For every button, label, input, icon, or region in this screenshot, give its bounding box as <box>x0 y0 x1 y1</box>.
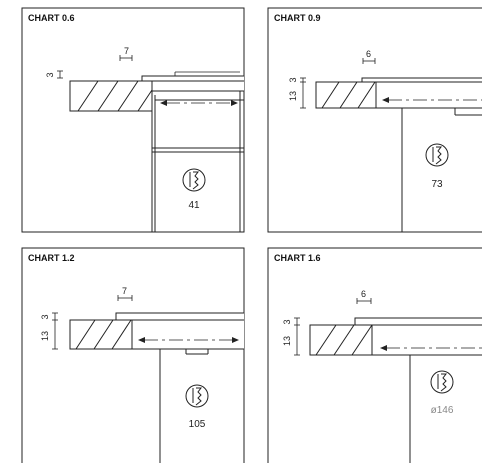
cabinet-outline <box>151 91 244 232</box>
side-dimension: 3 13 <box>40 312 58 350</box>
top-dimension: 6 <box>362 49 376 64</box>
svg-text:6: 6 <box>361 289 366 299</box>
panel-frame <box>21 247 245 463</box>
cabinet-outline <box>159 349 209 463</box>
hob-glass <box>354 317 482 326</box>
svg-text:3: 3 <box>45 72 55 77</box>
hob-glass <box>115 312 244 321</box>
svg-text:13: 13 <box>40 331 50 341</box>
hob-frame <box>371 324 482 356</box>
panel-chart-0-6: CHART 0.6 <box>21 7 245 233</box>
hob-frame <box>131 319 244 350</box>
top-dimension: 6 <box>356 289 372 304</box>
depth-arrow <box>138 337 239 343</box>
hob-glass <box>141 75 244 82</box>
panel-chart-1-6: CHART 1.6 6 <box>267 247 482 463</box>
svg-text:3: 3 <box>288 77 298 82</box>
panel-chart-1-2: CHART 1.2 <box>21 247 245 463</box>
svg-text:3: 3 <box>282 319 292 324</box>
hob-glass <box>361 77 482 83</box>
svg-text:6: 6 <box>366 49 371 59</box>
panel-frame <box>267 247 482 463</box>
countertop-hatching <box>321 81 376 109</box>
depth-arrow <box>160 100 238 106</box>
hob-frame <box>375 81 482 109</box>
side-dimension: 3 <box>45 70 63 79</box>
drill-icon <box>425 143 449 167</box>
panel-title: CHART 0.9 <box>274 13 321 23</box>
depth-arrow <box>382 97 482 103</box>
drill-icon <box>182 168 206 192</box>
side-dimension: 3 13 <box>288 77 306 109</box>
svg-text:3: 3 <box>40 314 50 319</box>
top-dimension: 7 <box>119 46 133 61</box>
svg-text:7: 7 <box>124 46 129 56</box>
cut-depth-value: 105 <box>189 419 206 430</box>
cut-depth-value: 73 <box>431 179 443 190</box>
svg-text:13: 13 <box>282 336 292 346</box>
svg-text:13: 13 <box>288 91 298 101</box>
svg-text:7: 7 <box>122 286 127 296</box>
countertop-hatching <box>75 319 132 350</box>
drill-icon <box>185 384 209 408</box>
cut-diameter-value: ø146 <box>431 405 454 416</box>
cut-depth-value: 41 <box>188 200 200 211</box>
countertop-hatching <box>77 80 153 112</box>
countertop <box>69 80 153 112</box>
panel-chart-0-9: CHART 0.9 <box>267 7 482 233</box>
hob-frame <box>151 80 244 92</box>
panel-frame <box>21 7 245 233</box>
panel-title: CHART 0.6 <box>28 13 75 23</box>
top-dimension: 7 <box>117 286 133 301</box>
panel-title: CHART 1.2 <box>28 253 75 263</box>
countertop-hatching <box>315 324 373 356</box>
depth-arrow <box>380 345 482 351</box>
panel-title: CHART 1.6 <box>274 253 321 263</box>
cabinet-outline <box>376 107 482 232</box>
panel-frame <box>267 7 482 233</box>
side-dimension: 3 13 <box>282 317 300 356</box>
drill-icon <box>430 370 454 394</box>
